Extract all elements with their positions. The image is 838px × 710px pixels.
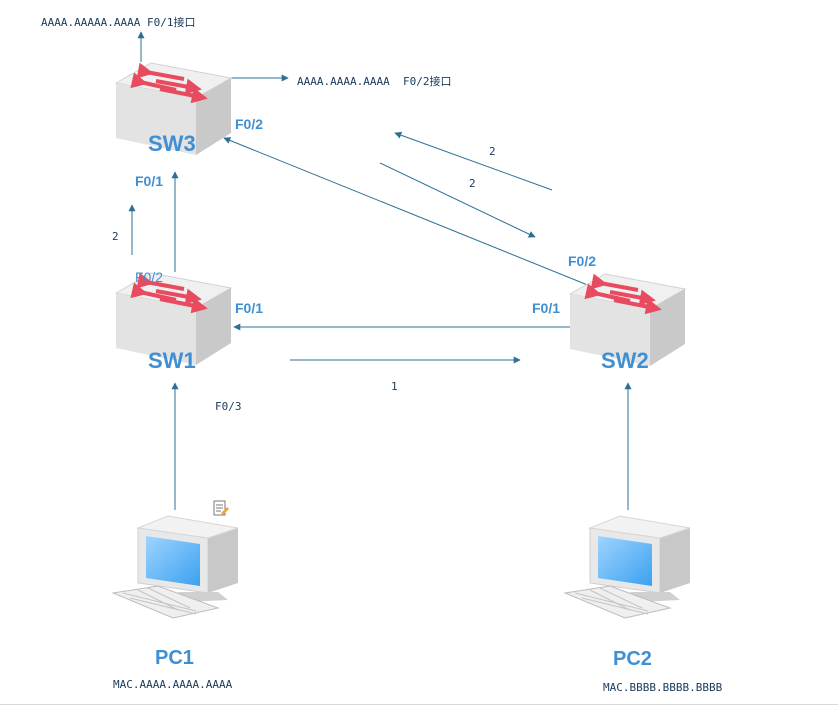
mac-note-right: AAAA.AAAA.AAAA F0/2接口	[297, 75, 451, 88]
sw1-label: SW1	[148, 348, 196, 373]
note-icon	[213, 500, 229, 516]
pc1-mac: MAC.AAAA.AAAA.AAAA	[113, 678, 233, 691]
sw2-port-f01: F0/1	[532, 300, 560, 316]
pc1-label: PC1	[155, 647, 194, 669]
sw3-port-f02: F0/2	[235, 116, 263, 132]
flow-arrow-sw3-to-sw2	[379, 162, 536, 238]
pc2-icon	[564, 515, 691, 619]
sw1-port-f02: F0/2	[135, 269, 163, 285]
flow-arrows	[128, 31, 553, 364]
sw1-port-f03: F0/3	[215, 400, 242, 413]
sw3-label: SW3	[148, 131, 196, 156]
step-label-sw1-to-sw3: 2	[112, 230, 119, 243]
links	[171, 137, 632, 510]
bottom-divider	[0, 704, 838, 705]
flow-arrow-sw2-to-sw3	[394, 131, 553, 191]
step-label-sw3-to-sw2: 2	[469, 177, 476, 190]
pc1-icon	[112, 515, 239, 619]
sw2-label: SW2	[601, 348, 649, 373]
link-sw2-sw3	[223, 137, 601, 291]
pc2-label: PC2	[613, 648, 652, 670]
mac-note-top: AAAA.AAAAA.AAAA F0/1接口	[41, 16, 195, 29]
step-label-sw1-to-sw2: 1	[391, 380, 398, 393]
sw1-port-f01: F0/1	[235, 300, 263, 316]
sw2-port-f02: F0/2	[568, 253, 596, 269]
pc2-mac: MAC.BBBB.BBBB.BBBB	[603, 681, 723, 694]
step-label-sw2-to-sw3: 2	[489, 145, 496, 158]
sw3-port-f01: F0/1	[135, 173, 163, 189]
